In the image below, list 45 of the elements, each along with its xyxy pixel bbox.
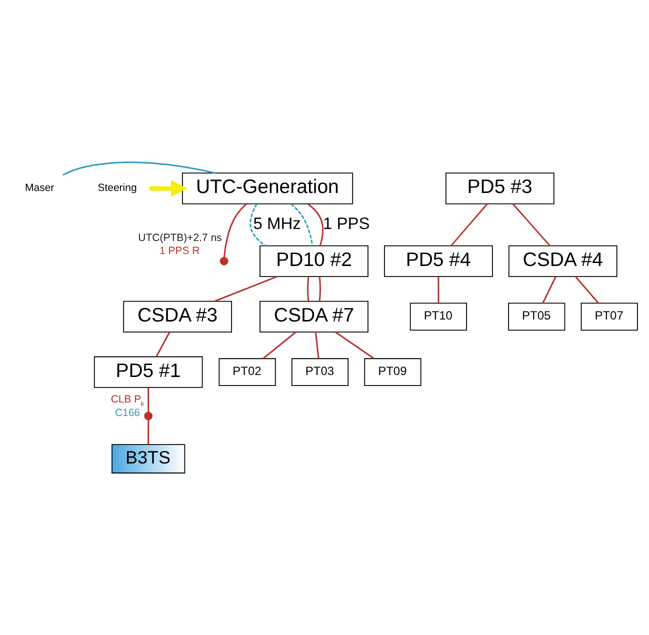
connector [314, 332, 320, 359]
connector [575, 276, 599, 304]
node-box: PT09 [364, 358, 422, 386]
connector [148, 420, 150, 444]
node-box: CSDA #7 [260, 300, 368, 332]
connector [542, 276, 556, 304]
connector [224, 203, 247, 258]
connector [307, 276, 310, 302]
connector [214, 276, 277, 302]
node-label: C166 [114, 408, 140, 420]
connector [62, 162, 216, 176]
node-label: CLB P$_{k}$ [110, 394, 144, 408]
connector [156, 332, 170, 357]
node-text: Maser [25, 183, 54, 194]
node-label: UTC(PTB)+2.7 ns [138, 233, 222, 244]
connector [318, 276, 321, 302]
connector [335, 332, 374, 360]
node-box: PD10 #2 [260, 245, 368, 277]
node-box: PD5 #1 [94, 356, 203, 388]
connector [438, 276, 440, 303]
node-box: PT02 [218, 358, 276, 386]
connector [262, 332, 296, 360]
node-box: CSDA #3 [123, 300, 232, 332]
node-text: Steering [98, 183, 137, 194]
edge-label: 5 MHz [253, 215, 301, 234]
connector [307, 203, 324, 246]
connector [148, 388, 150, 412]
node-box: PD5 #3 [446, 172, 554, 204]
node-label: 1 PPS R [160, 246, 200, 257]
node-box: UTC-Generation [182, 172, 354, 204]
node-box: PT10 [410, 302, 467, 331]
connector [290, 203, 314, 246]
connector [250, 204, 266, 246]
node-box: PT07 [580, 302, 638, 331]
node-circle [220, 256, 228, 266]
node-box: PD5 #4 [384, 245, 493, 277]
node-box: B3TS [112, 444, 186, 474]
edge-label: 1 PPS [323, 215, 370, 234]
node-box: PT03 [291, 358, 349, 386]
arrow [150, 180, 188, 197]
node-box: PT05 [508, 302, 566, 331]
node-circle [144, 412, 153, 420]
connector [512, 203, 550, 246]
node-box: CSDA #4 [508, 245, 618, 277]
connector [450, 203, 488, 246]
